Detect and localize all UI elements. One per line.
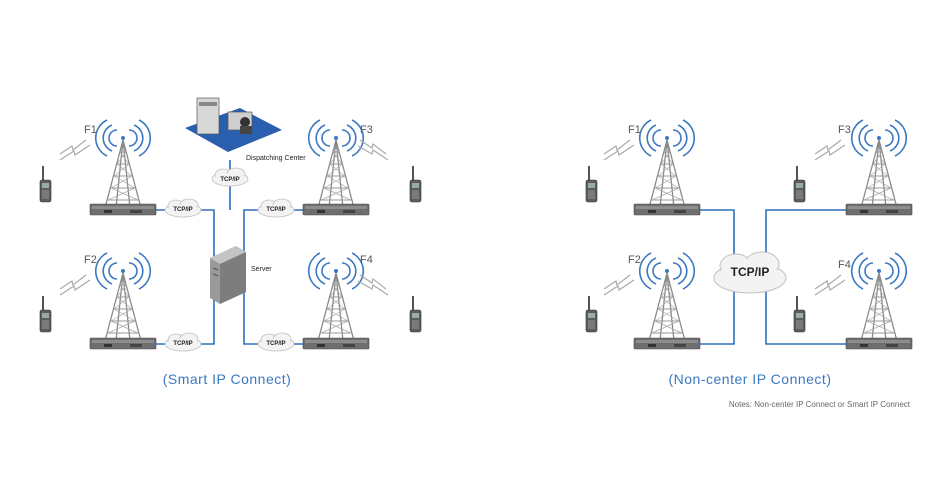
dispatching-center-label: Dispatching Center — [246, 155, 306, 162]
site-label-f3: F3 — [360, 124, 373, 136]
tower-f2 — [89, 252, 157, 350]
tower-f3 — [845, 119, 913, 216]
signal-lightning-icon — [814, 274, 846, 296]
svg-text:TCP/IP: TCP/IP — [266, 207, 285, 213]
signal-lightning-icon — [59, 139, 91, 161]
tower-f1 — [633, 119, 701, 216]
handheld-radio-icon — [39, 165, 52, 203]
tcpip-cloud-center: TCP/IP — [713, 251, 787, 294]
signal-lightning-icon — [603, 139, 635, 161]
smart-ip-connect-diagram: Dispatching Center TCP/IP TCP/IP TCP/IP … — [39, 97, 422, 387]
svg-text:TCP/IP: TCP/IP — [266, 341, 285, 347]
link-lines — [700, 209, 846, 345]
site-label-f1: F1 — [84, 124, 97, 136]
site-label-f2: F2 — [84, 254, 97, 266]
notes-text: Notes: Non-center IP Connect or Smart IP… — [729, 400, 911, 409]
svg-text:TCP/IP: TCP/IP — [173, 341, 192, 347]
handheld-radio-icon — [585, 295, 598, 333]
dispatching-center-icon — [185, 97, 282, 152]
server-icon — [210, 246, 246, 304]
svg-text:TCP/IP: TCP/IP — [173, 207, 192, 213]
handheld-radio-icon — [409, 295, 422, 333]
svg-text:TCP/IP: TCP/IP — [731, 265, 770, 279]
diagram-caption-right: (Non-center IP Connect) — [669, 371, 832, 387]
tower-f4 — [302, 252, 370, 350]
tcpip-cloud-f2: TCP/IP — [164, 332, 202, 352]
tower-f2 — [633, 252, 701, 350]
tcpip-cloud-dispatch: TCP/IP — [211, 167, 249, 187]
tcpip-cloud-f4: TCP/IP — [257, 332, 295, 352]
site-label-f4: F4 — [838, 259, 851, 271]
signal-lightning-icon — [814, 139, 846, 161]
tcpip-cloud-f1: TCP/IP — [164, 198, 202, 218]
site-label-f2: F2 — [628, 254, 641, 266]
diagram-caption-left: (Smart IP Connect) — [163, 371, 292, 387]
handheld-radio-icon — [39, 295, 52, 333]
tcpip-cloud-f3: TCP/IP — [257, 198, 295, 218]
handheld-radio-icon — [793, 295, 806, 333]
site-label-f3: F3 — [838, 124, 851, 136]
site-label-f4: F4 — [360, 254, 373, 266]
handheld-radio-icon — [409, 165, 422, 203]
handheld-radio-icon — [585, 165, 598, 203]
signal-lightning-icon — [59, 274, 91, 296]
svg-text:TCP/IP: TCP/IP — [220, 177, 239, 183]
tower-f1 — [89, 119, 157, 216]
non-center-ip-connect-diagram: TCP/IP F1 F3 F2 F4 (Non-center IP Connec… — [585, 119, 913, 409]
server-label: Server — [251, 266, 272, 273]
signal-lightning-icon — [603, 274, 635, 296]
tower-f4 — [845, 252, 913, 350]
handheld-radio-icon — [793, 165, 806, 203]
site-label-f1: F1 — [628, 124, 641, 136]
